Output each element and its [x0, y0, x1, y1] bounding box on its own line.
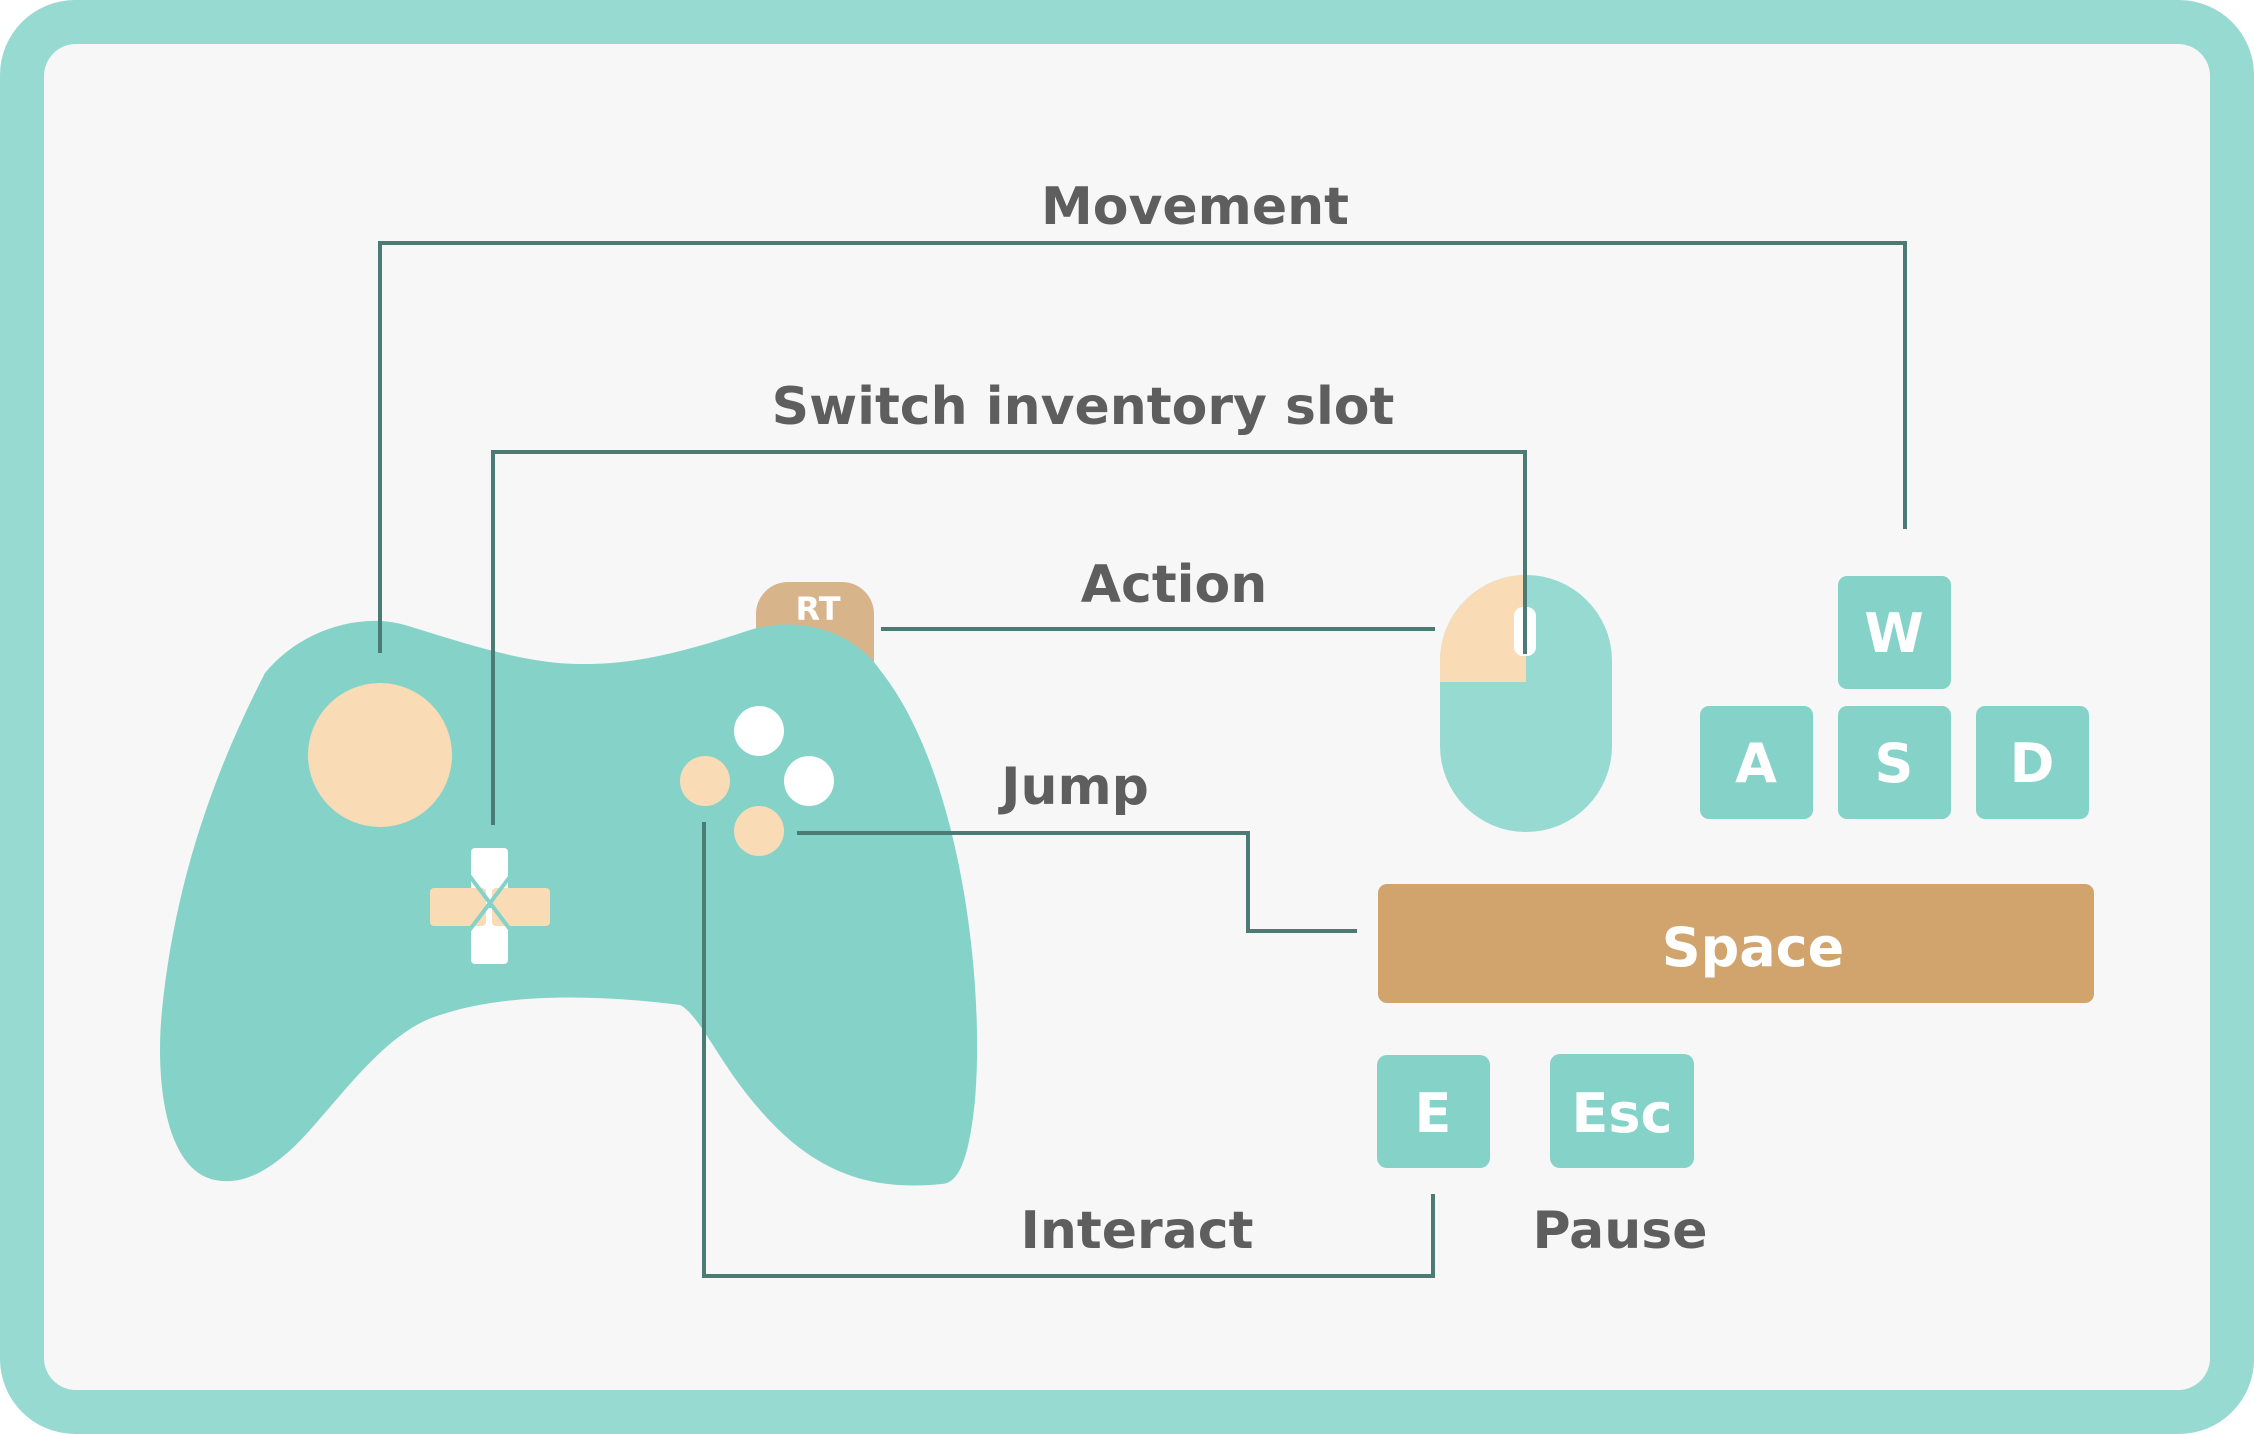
rt-trigger-label: RT [795, 590, 840, 628]
dpad-right[interactable] [492, 888, 550, 926]
face-button-left[interactable] [680, 756, 730, 806]
gamepad-icon: RT [160, 582, 978, 1186]
key-d-label: D [2010, 732, 2055, 795]
label-switch-slot: Switch inventory slot [772, 377, 1395, 437]
key-space[interactable] [1378, 884, 2094, 1003]
label-movement: Movement [1041, 177, 1349, 237]
label-pause: Pause [1532, 1201, 1707, 1261]
face-button-top[interactable] [734, 706, 784, 756]
key-esc-label: Esc [1571, 1082, 1672, 1145]
key-esc[interactable] [1550, 1054, 1694, 1168]
dpad-left[interactable] [430, 888, 486, 926]
key-s-label: S [1875, 732, 1914, 795]
label-jump: Jump [998, 757, 1149, 817]
key-s[interactable] [1838, 706, 1951, 819]
key-space-label: Space [1662, 916, 1845, 979]
face-button-bottom[interactable] [734, 806, 784, 856]
dpad[interactable] [430, 848, 550, 964]
key-a-label: A [1735, 732, 1777, 795]
connector-interact [702, 822, 1435, 1278]
key-w[interactable] [1838, 576, 1951, 689]
mouse-icon [1440, 575, 1612, 832]
connector-jump [797, 831, 1357, 933]
key-e[interactable] [1377, 1055, 1490, 1168]
key-d[interactable] [1976, 706, 2089, 819]
key-a[interactable] [1700, 706, 1813, 819]
wasd-keys: W A S D [1700, 576, 2089, 819]
label-interact: Interact [1021, 1201, 1254, 1261]
label-action: Action [1081, 555, 1268, 615]
face-button-right[interactable] [784, 756, 834, 806]
mouse-left-button[interactable] [1440, 575, 1526, 682]
key-e-label: E [1415, 1082, 1452, 1145]
key-w-label: W [1864, 602, 1924, 665]
inner-panel [44, 44, 2210, 1390]
left-stick[interactable] [308, 683, 452, 827]
connector-switch-slot [491, 450, 1527, 825]
connector-movement [378, 241, 1907, 653]
